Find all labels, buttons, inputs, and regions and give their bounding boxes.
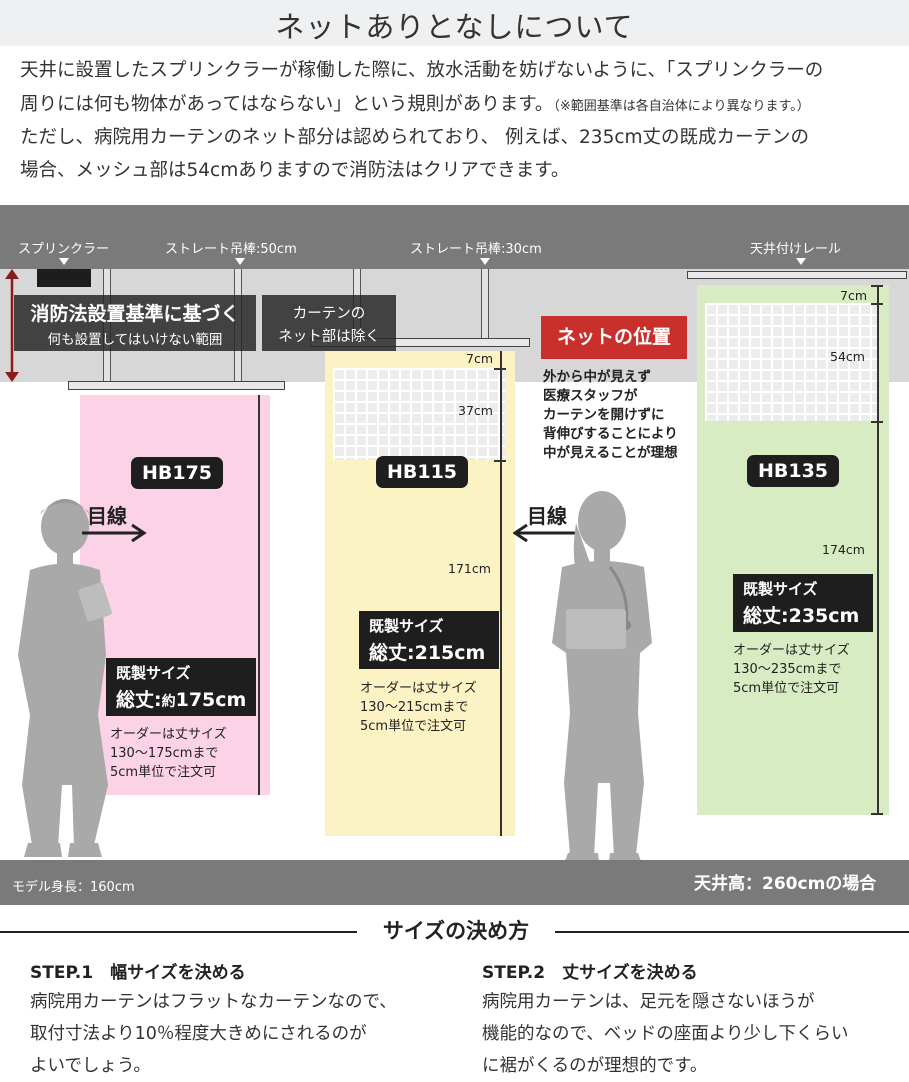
hb115-order-note: オーダーは丈サイズ 130〜215cmまで 5cm単位で注文可 bbox=[360, 681, 477, 734]
ceiling-band bbox=[0, 205, 909, 269]
hb175-order-note: オーダーは丈サイズ 130〜175cmまで 5cm単位で注文可 bbox=[110, 727, 227, 780]
intro-line-1: 天井に設置したスプリンクラーが稼働した際に、放水活動を妨げないように、「スプリン… bbox=[20, 60, 824, 81]
hb115-mesh bbox=[333, 368, 505, 460]
floor-band bbox=[0, 860, 909, 905]
net-excluded-line-2: ネット部は除く bbox=[278, 329, 380, 345]
arrow-left-icon bbox=[513, 523, 579, 543]
hb115-length: 総丈:215cm bbox=[359, 636, 499, 669]
intro-line-3: ただし、病院用カーテンのネット部分は認められており、 例えば、235cm丈の既成… bbox=[20, 127, 810, 148]
hb175-length-prefix: 総丈: bbox=[116, 689, 162, 711]
eye-line-left-label: 目線 bbox=[87, 504, 127, 528]
hb115-length-value: 215cm bbox=[414, 642, 486, 664]
hb135-length-value: 235cm bbox=[788, 605, 860, 627]
net-position-label: ネットの位置 bbox=[541, 316, 687, 359]
fire-zone-line-2: 何も設置してはいけない範囲 bbox=[47, 332, 223, 348]
hb135-tick-0 bbox=[871, 285, 883, 287]
hb135-tick-1 bbox=[871, 303, 883, 305]
hb115-length-prefix: 総丈: bbox=[369, 642, 415, 664]
rod30-marker-icon bbox=[480, 258, 490, 265]
model-height-label: モデル身長：160cm bbox=[12, 880, 135, 895]
hb135-mesh bbox=[705, 303, 877, 421]
hb135-dimension-line bbox=[877, 285, 879, 815]
arrow-right-icon bbox=[82, 523, 147, 543]
net-excluded-label: カーテンの ネット部は除く bbox=[262, 295, 396, 351]
hb175-size-box: 既製サイズ 総丈:約175cm bbox=[106, 658, 256, 716]
hb115-dim-top: 7cm bbox=[466, 351, 494, 366]
step1-text: 病院用カーテンはフラットなカーテンなので、 取付寸法より10％程度大きめにされる… bbox=[30, 992, 397, 1076]
rod30-label: ストレート吊棒:30cm bbox=[410, 242, 542, 257]
eye-line-right-label: 目線 bbox=[527, 504, 567, 528]
hb135-order-note: オーダーは丈サイズ 130〜235cmまで 5cm単位で注文可 bbox=[733, 643, 850, 696]
intro-line-2: 周りには何も物体があってはならない」という規則があります。（※範囲基準は各自治体… bbox=[20, 90, 810, 116]
hb135-length-prefix: 総丈: bbox=[743, 605, 789, 627]
section-divider-left bbox=[0, 931, 357, 933]
hb115-tick-2 bbox=[494, 460, 506, 462]
zone-height-arrow-icon bbox=[5, 269, 19, 382]
hb115-size-box: 既製サイズ 総丈:215cm bbox=[359, 611, 499, 669]
fire-zone-line-1: 消防法設置基準に基づく bbox=[30, 303, 240, 325]
rod50-marker-icon bbox=[235, 258, 245, 265]
rod50-label: ストレート吊棒:50cm bbox=[165, 242, 297, 257]
hb115-size-title: 既製サイズ bbox=[369, 617, 444, 635]
hb135-dim-top: 7cm bbox=[840, 288, 868, 303]
hb115-dim-body: 171cm bbox=[448, 561, 491, 576]
hb135-model-badge: HB135 bbox=[747, 455, 839, 487]
step1-heading: STEP.1 幅サイズを決める bbox=[30, 963, 246, 983]
title-bar bbox=[0, 0, 909, 46]
hb115-dimension-line bbox=[500, 351, 502, 836]
hb115-model-badge: HB115 bbox=[376, 456, 468, 488]
curtain-diagram: スプリンクラー ストレート吊棒:50cm ストレート吊棒:30cm 天井付けレー… bbox=[0, 205, 909, 905]
fire-zone-label: 消防法設置基準に基づく 何も設置してはいけない範囲 bbox=[14, 295, 256, 351]
section-divider-right bbox=[555, 931, 909, 933]
hb135-length: 総丈:235cm bbox=[733, 599, 873, 632]
sprinkler-icon bbox=[37, 269, 91, 287]
hb175-length-value: 175cm bbox=[175, 689, 247, 711]
hb115-tick-1 bbox=[494, 368, 506, 370]
intro-line-2-main: 周りには何も物体があってはならない」という規則があります。 bbox=[20, 94, 554, 115]
person-silhouette-icon bbox=[18, 499, 112, 857]
intro-line-4: 場合、メッシュ部は54cmありますので消防法はクリアできます。 bbox=[20, 160, 570, 181]
hb135-dim-mesh: 54cm bbox=[830, 349, 865, 364]
hb175-model-badge: HB175 bbox=[131, 457, 223, 489]
rod30-right-hanger bbox=[481, 269, 489, 339]
intro-line-2-note: （※範囲基準は各自治体により異なります。） bbox=[553, 99, 810, 114]
step2-heading: STEP.2 丈サイズを決める bbox=[482, 963, 698, 983]
hb175-size-title: 既製サイズ bbox=[116, 664, 191, 682]
net-excluded-line-1: カーテンの bbox=[292, 306, 366, 322]
rod50-bar bbox=[68, 381, 285, 390]
step2-text: 病院用カーテンは、足元を隠さないほうが 機能的なので、ベッドの座面より少し下くら… bbox=[482, 992, 849, 1076]
rail-label: 天井付けレール bbox=[750, 242, 842, 257]
nurse-silhouette-icon bbox=[552, 491, 652, 869]
net-position-description: 外から中が見えず 医療スタッフが カーテンを開けずに 背伸びすることにより 中が… bbox=[543, 369, 678, 461]
ceiling-height-label: 天井高：260cmの場合 bbox=[694, 874, 877, 894]
section-title: サイズの決め方 bbox=[382, 919, 530, 943]
hb135-dim-body: 174cm bbox=[822, 542, 865, 557]
page-title: ネットありとなしについて bbox=[275, 10, 634, 44]
hb115-dim-mesh: 37cm bbox=[458, 403, 493, 418]
sprinkler-label: スプリンクラー bbox=[18, 242, 110, 257]
hb175-dimension-line bbox=[258, 395, 260, 795]
hb175-length-approx: 約 bbox=[161, 694, 176, 710]
sprinkler-marker-icon bbox=[59, 258, 69, 265]
hb135-size-title: 既製サイズ bbox=[743, 580, 818, 598]
hb135-tick-2 bbox=[871, 421, 883, 423]
hb135-tick-3 bbox=[871, 813, 883, 815]
ceiling-rail bbox=[687, 271, 907, 279]
hb135-size-box: 既製サイズ 総丈:235cm bbox=[733, 574, 873, 632]
hb175-length: 総丈:約175cm bbox=[106, 683, 256, 716]
rail-marker-icon bbox=[796, 258, 806, 265]
